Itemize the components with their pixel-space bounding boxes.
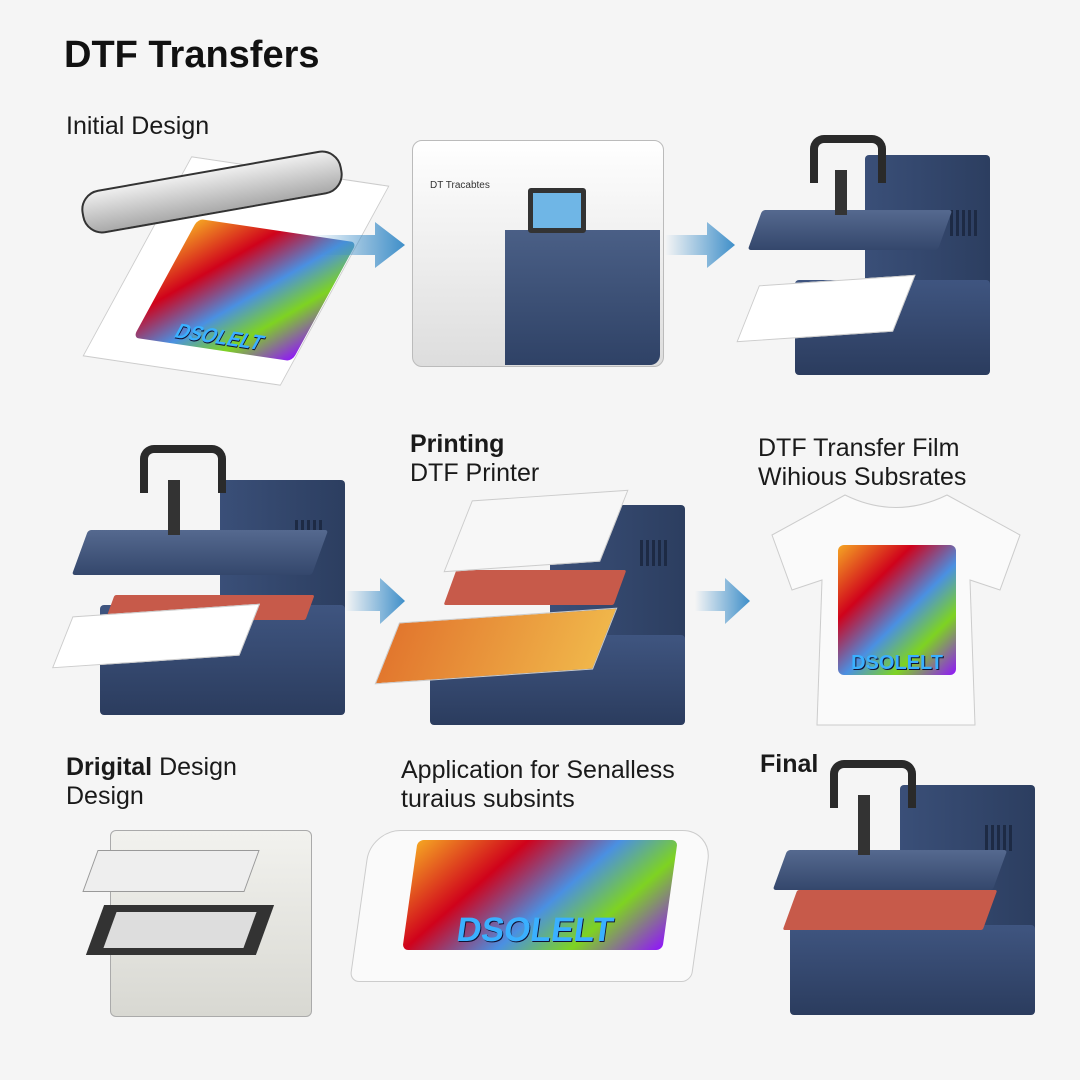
label-application-line2: turaius subsints xyxy=(401,785,575,813)
arrow-right-icon xyxy=(695,578,750,624)
label-film-line1: DTF Transfer Film xyxy=(758,434,960,462)
page-title: DTF Transfers xyxy=(64,34,320,76)
printer-brand: DT Tracabtes xyxy=(430,180,490,191)
label-digital-rest: Design xyxy=(152,753,237,781)
label-printing-sub: DTF Printer xyxy=(410,459,540,487)
arrow-right-icon xyxy=(345,578,405,624)
label-application-line1: Application for Senalless xyxy=(401,756,675,784)
screen-icon xyxy=(528,188,586,233)
label-printing-bold: Printing xyxy=(410,430,505,458)
heat-press-illustration xyxy=(51,440,350,730)
label-initial-design: Initial Design xyxy=(66,112,210,140)
heat-press-film-illustration xyxy=(370,485,690,735)
label-final: Final xyxy=(760,750,819,778)
label-digital-bold: Drigital xyxy=(66,753,153,781)
label-digital-line2: Design xyxy=(66,782,144,810)
arrow-right-icon xyxy=(310,222,405,268)
artwork: DSOLELT xyxy=(838,545,956,675)
heat-press-illustration xyxy=(760,760,1040,1020)
label-film-line2: Wihious Subsrates xyxy=(758,463,967,491)
heat-press-illustration xyxy=(735,130,995,390)
artwork: DSOLELT xyxy=(402,840,678,950)
arrow-right-icon xyxy=(665,222,735,268)
